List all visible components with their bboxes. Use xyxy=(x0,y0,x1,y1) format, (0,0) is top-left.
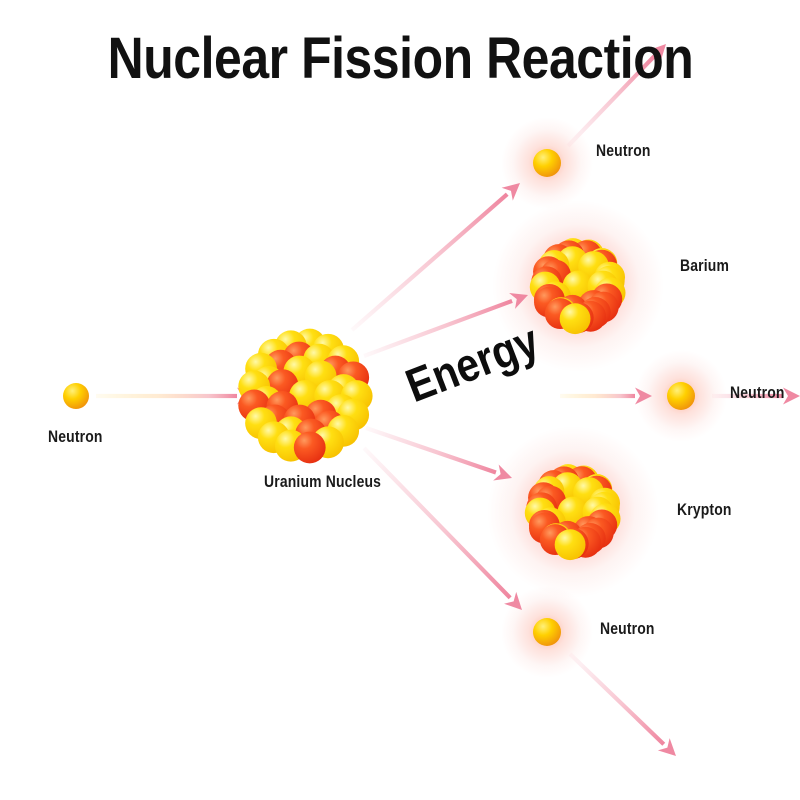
arrow-neutron-bottom-exit xyxy=(568,652,676,756)
arrow-to-neutron-right xyxy=(560,387,652,405)
label-barium: Barium xyxy=(680,256,730,275)
arrow-neutron-right-exit xyxy=(712,387,800,405)
label-neutron-right: Neutron xyxy=(730,383,785,402)
barium-nucleus xyxy=(529,238,626,335)
label-incoming-neutron: Neutron xyxy=(48,427,103,446)
neutron-bottom xyxy=(533,618,561,646)
krypton-nucleus xyxy=(524,464,621,561)
label-uranium-nucleus: Uranium Nucleus xyxy=(264,472,382,491)
neutron-top xyxy=(533,149,561,177)
arrow-to-neutron-top xyxy=(350,183,520,332)
label-krypton: Krypton xyxy=(677,500,732,519)
arrow-incoming xyxy=(96,387,254,405)
arrow-to-krypton xyxy=(365,426,512,481)
label-neutron-bottom: Neutron xyxy=(600,619,655,638)
arrow-to-neutron-bottom xyxy=(362,446,523,611)
arrow-neutron-top-exit xyxy=(566,43,667,148)
incoming-neutron xyxy=(63,383,89,409)
label-neutron-top: Neutron xyxy=(596,141,651,160)
particle-layer xyxy=(63,149,695,646)
arrow-layer xyxy=(96,43,800,756)
neutron-right xyxy=(667,382,695,410)
arrow-to-barium xyxy=(363,292,528,358)
uranium-nucleus xyxy=(238,328,373,464)
page-title-text: Nuclear Fission Reaction xyxy=(107,26,693,91)
page-title: Nuclear Fission Reaction xyxy=(0,28,800,90)
